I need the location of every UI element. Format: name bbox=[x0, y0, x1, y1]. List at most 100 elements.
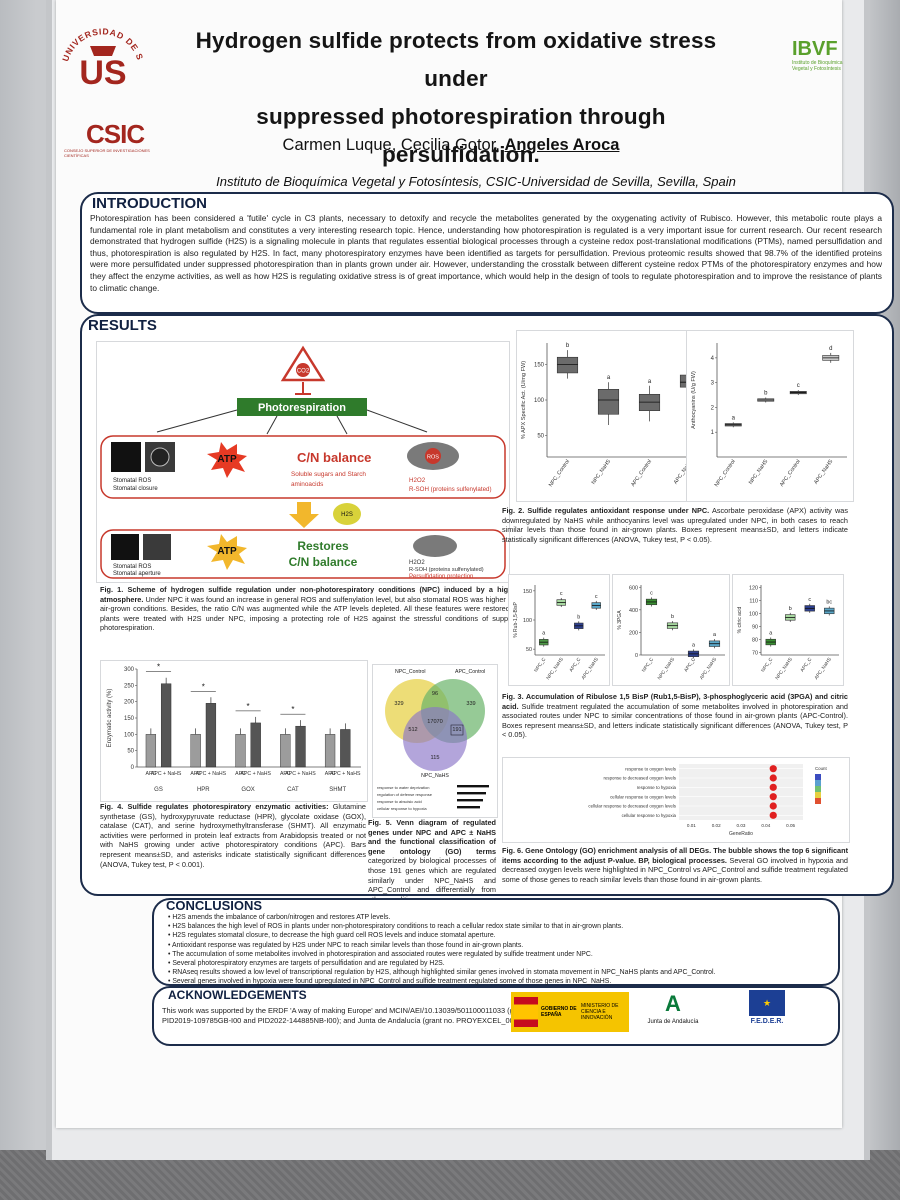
conclusion-item: • Several photorespiratory enzymes are t… bbox=[168, 960, 445, 968]
significance-letter: a bbox=[713, 632, 716, 638]
group-label: GS bbox=[154, 787, 163, 793]
junta-a-icon: A bbox=[665, 991, 681, 1016]
svg-text:R-SOH (proteins sulfenylated): R-SOH (proteins sulfenylated) bbox=[409, 486, 492, 493]
x-tick-label: APC_C bbox=[568, 656, 582, 673]
group-label: GOX bbox=[241, 787, 254, 793]
svg-text:ROS: ROS bbox=[427, 455, 439, 461]
y-tick-label: 150 bbox=[523, 589, 532, 595]
y-tick-label: cellular response to oxygen levels bbox=[610, 794, 677, 799]
x-tick-label: APC_NaHS bbox=[813, 458, 834, 485]
svg-text:ATP: ATP bbox=[217, 546, 237, 557]
conclusion-item: • Several genes involved in hypoxia were… bbox=[168, 978, 612, 986]
bar bbox=[160, 683, 172, 768]
y-tick-label: 80 bbox=[752, 637, 758, 643]
spain-flag-icon bbox=[514, 997, 538, 1027]
y-tick-label: 50 bbox=[127, 749, 134, 755]
significance-letter: c bbox=[560, 591, 563, 597]
bubble bbox=[769, 774, 777, 782]
poster-board: UNIVERSIDAD DE SEVILLA US CSIC CONSEJO S… bbox=[46, 0, 894, 1160]
bar bbox=[295, 725, 306, 768]
significance-letter: a bbox=[542, 631, 545, 637]
acknowledgements-heading: ACKNOWLEDGEMENTS bbox=[168, 988, 307, 1002]
svg-text:C/N balance: C/N balance bbox=[297, 450, 371, 465]
significance-letter: d bbox=[829, 346, 832, 352]
y-tick-label: 100 bbox=[523, 618, 532, 624]
x-tick-label: 0.04 bbox=[761, 823, 770, 828]
results-heading: RESULTS bbox=[88, 317, 157, 334]
x-tick-label: 0.02 bbox=[712, 823, 721, 828]
y-tick-label: 300 bbox=[124, 667, 135, 673]
y-tick-label: cellular response to hypoxia bbox=[622, 813, 677, 818]
svg-text:US: US bbox=[79, 54, 126, 92]
x-tick-label: APC_Control bbox=[779, 459, 802, 488]
group-label: SHMT bbox=[329, 787, 346, 793]
x-tick-label: 0.05 bbox=[786, 823, 795, 828]
conclusion-item: • Antioxidant response was regulated by … bbox=[168, 941, 524, 949]
significance-letter: b bbox=[671, 614, 674, 620]
plot-background bbox=[679, 764, 803, 820]
svg-text:Stomatal closure: Stomatal closure bbox=[113, 486, 158, 492]
bar bbox=[235, 734, 246, 768]
significance-letter: c bbox=[595, 594, 598, 600]
significance-asterisk: * bbox=[202, 682, 205, 691]
x-tick-label: APC_C bbox=[799, 656, 813, 673]
svg-text:Stomatal aperture: Stomatal aperture bbox=[113, 571, 161, 577]
acknowledgements-section bbox=[152, 986, 840, 1046]
conclusion-item: • H2S regulates stomatal closure, to dec… bbox=[168, 932, 496, 940]
junta-andalucia-logo: A Junta de Andalucía bbox=[642, 990, 704, 1032]
bar bbox=[324, 734, 336, 768]
x-tick-label: NPC_NaHS bbox=[774, 657, 794, 681]
bar bbox=[190, 734, 201, 768]
x-tick-label: APC_NaHS bbox=[813, 657, 832, 681]
y-tick-label: response to oxygen levels bbox=[625, 766, 677, 771]
x-tick-label: NPC_C bbox=[533, 656, 548, 673]
y-tick-label: 50 bbox=[526, 647, 532, 653]
y-tick-label: 100 bbox=[124, 732, 135, 738]
feder-logo: ★ F.E.D.E.R. bbox=[732, 990, 802, 1032]
go-term-bar bbox=[457, 785, 489, 788]
y-tick-label: 90 bbox=[752, 624, 758, 630]
venn-highlight-box bbox=[450, 724, 464, 736]
x-tick-label: 0.03 bbox=[737, 823, 746, 828]
go-term-bar bbox=[457, 799, 483, 802]
significance-letter: bc bbox=[826, 599, 832, 605]
svg-text:Stomatal ROS: Stomatal ROS bbox=[113, 478, 151, 484]
go-term-label: response to abscisic acid bbox=[377, 799, 422, 804]
y-axis-label: Enzymatic activity (%) bbox=[107, 689, 113, 748]
x-tick-label: NPC_NaHS bbox=[748, 458, 770, 485]
y-axis-label: % 3PGA bbox=[617, 610, 623, 630]
svg-text:Photorespiration: Photorespiration bbox=[258, 402, 346, 414]
y-tick-label: 200 bbox=[124, 700, 135, 706]
y-tick-label: 400 bbox=[629, 608, 638, 614]
x-tick-label: NPC_Control bbox=[548, 459, 571, 488]
bubble bbox=[769, 793, 777, 801]
y-tick-label: 600 bbox=[629, 585, 638, 591]
significance-letter: b bbox=[764, 391, 768, 397]
y-tick-label: response to hypoxia bbox=[637, 785, 677, 790]
y-tick-label: cellular response to decreased oxygen le… bbox=[588, 804, 676, 809]
bar bbox=[205, 703, 217, 768]
svg-text:H2O2: H2O2 bbox=[409, 477, 426, 484]
venn-count: 512 bbox=[408, 727, 417, 733]
fig2-caption: Fig. 2. Sulfide regulates antioxidant re… bbox=[502, 506, 848, 544]
y-tick-label: 2 bbox=[711, 405, 715, 411]
fig1-scheme: CO2 Photorespiration Stomatal ROS Stomat… bbox=[96, 341, 510, 583]
conclusions-list: • H2S amends the imbalance of carbon/nit… bbox=[168, 913, 828, 987]
significance-letter: b bbox=[789, 606, 792, 612]
fig6-caption: Fig. 6. Gene Ontology (GO) enrichment an… bbox=[502, 846, 848, 884]
significance-letter: b bbox=[577, 614, 580, 620]
x-tick-label: 0.01 bbox=[687, 823, 696, 828]
svg-text:CO2: CO2 bbox=[297, 369, 310, 375]
x-tick-label: NPC_Control bbox=[714, 459, 737, 488]
poster: UNIVERSIDAD DE SEVILLA US CSIC CONSEJO S… bbox=[56, 0, 894, 1128]
legend-color-swatch bbox=[815, 774, 821, 780]
